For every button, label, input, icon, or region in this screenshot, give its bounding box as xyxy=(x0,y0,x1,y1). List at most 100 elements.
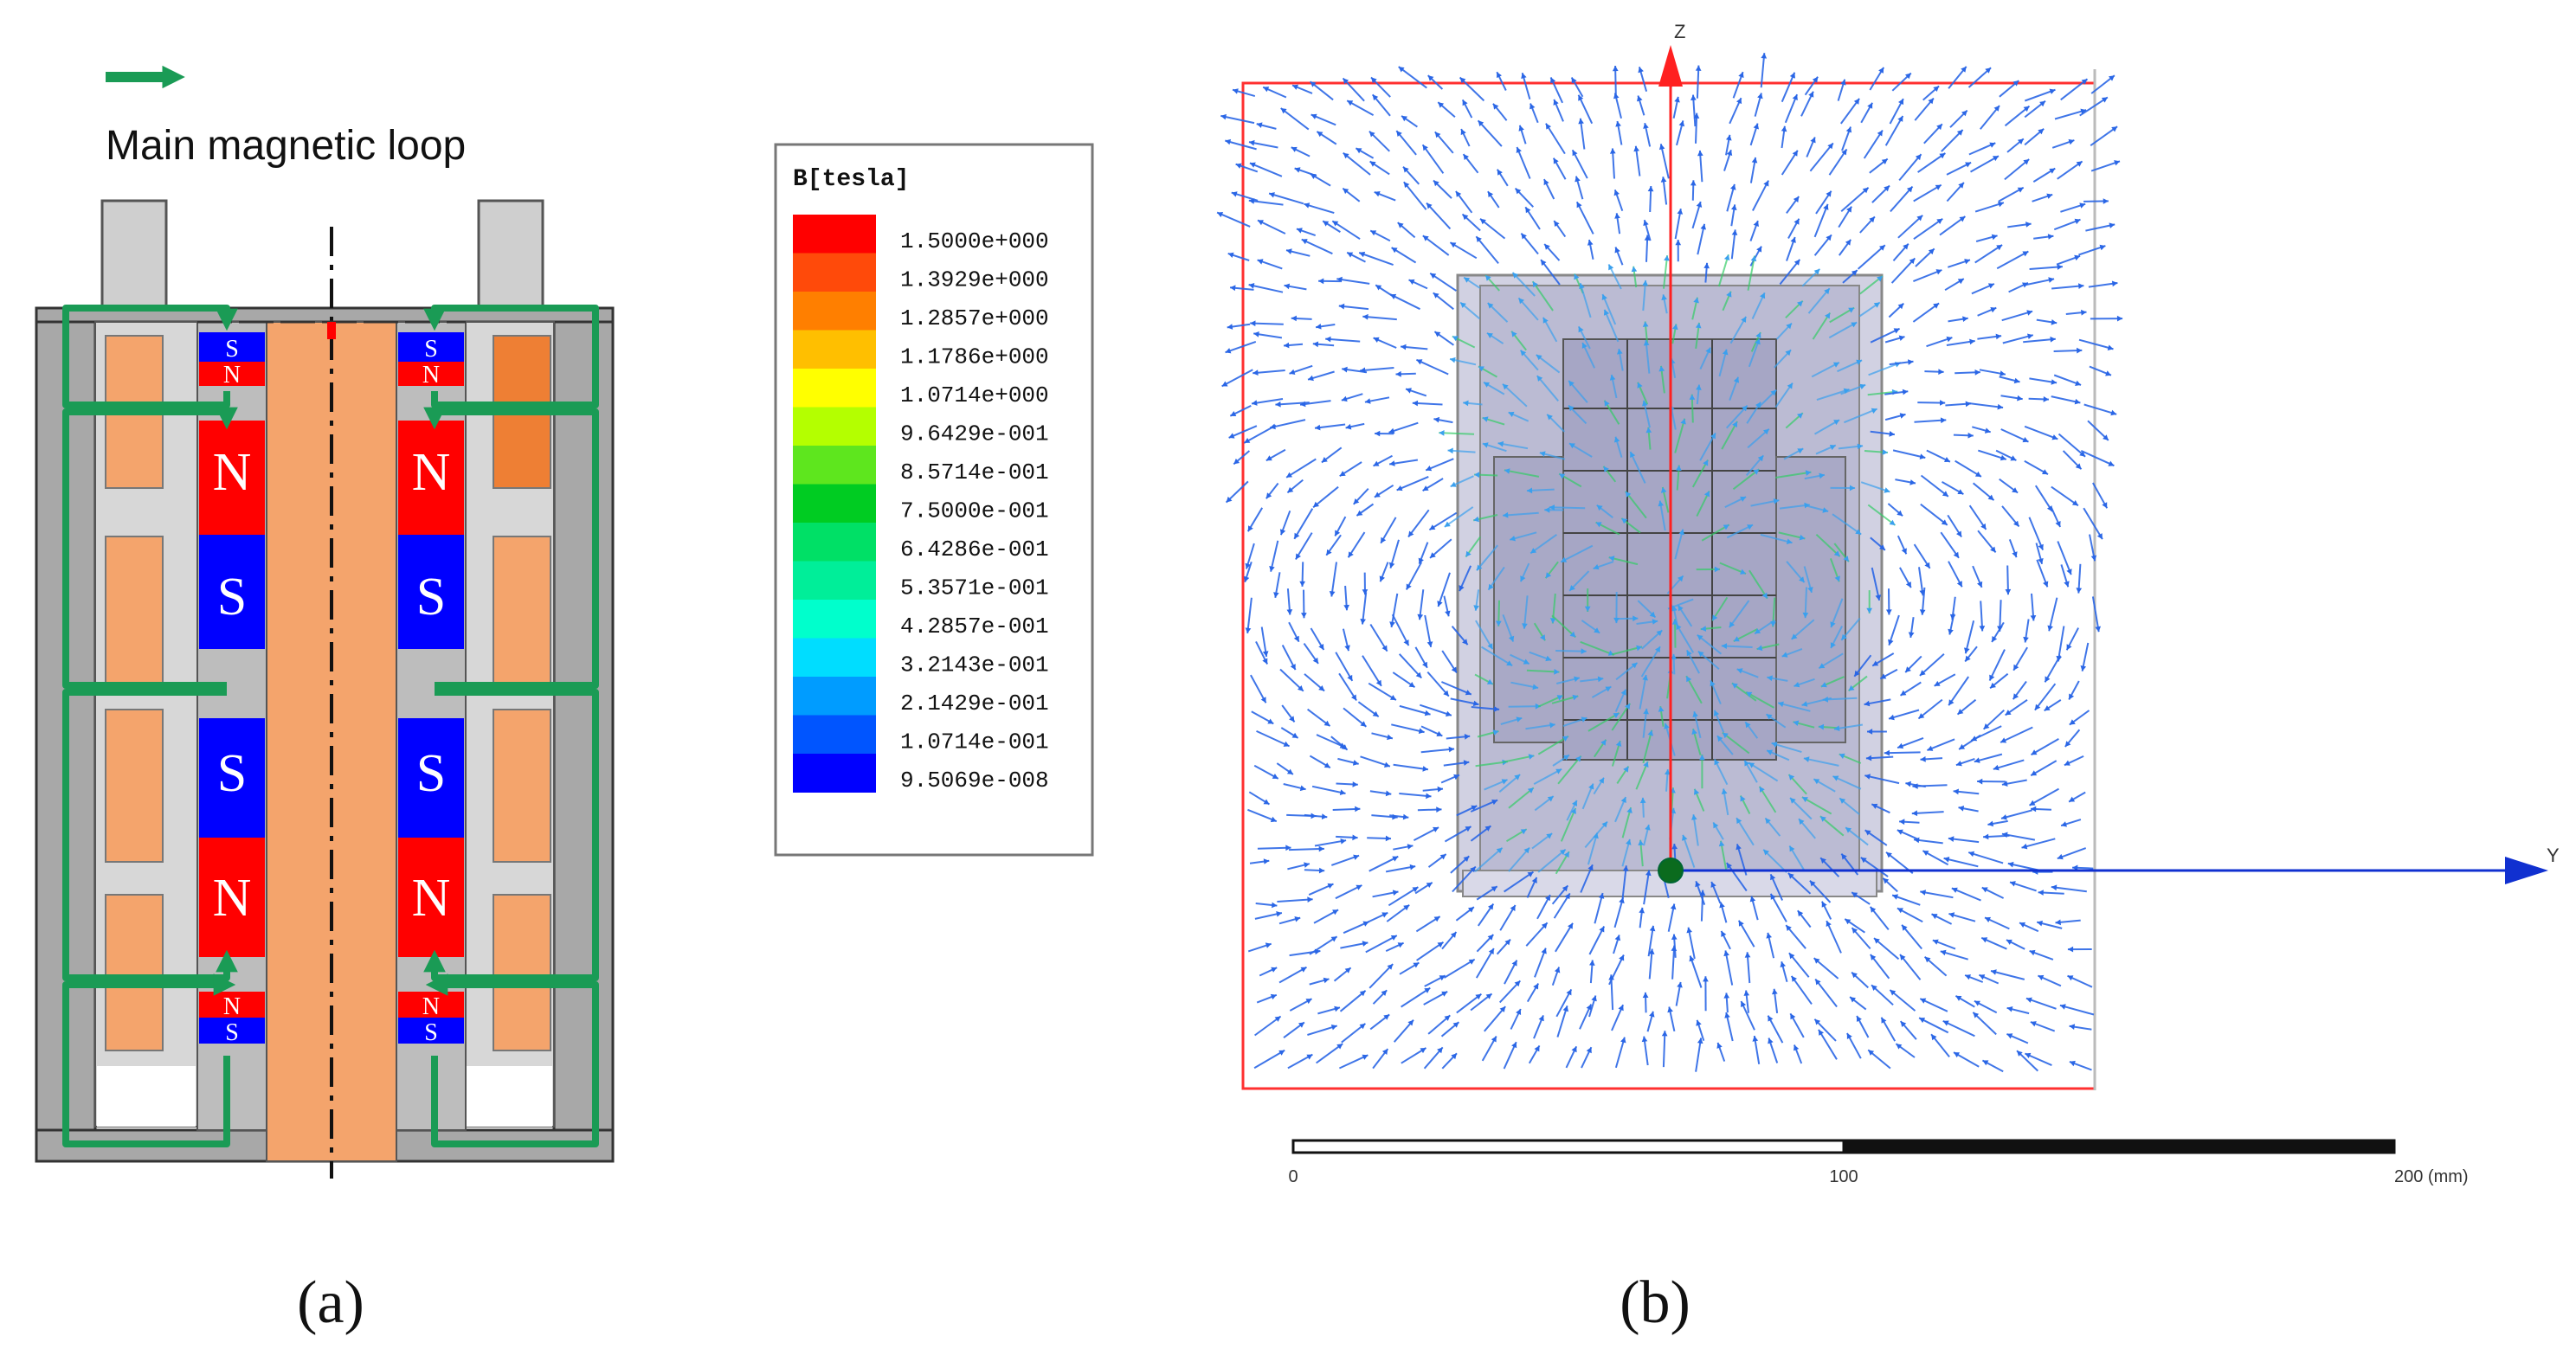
field-vector xyxy=(1579,282,1592,318)
field-vector-head xyxy=(1897,908,1903,914)
field-vector-head xyxy=(1953,551,1959,558)
field-vector-head xyxy=(1389,460,1395,466)
field-vector-head xyxy=(1293,635,1299,642)
field-vector-head xyxy=(1721,930,1727,937)
field-vector-head xyxy=(1535,703,1541,710)
field-vector-head xyxy=(1263,87,1270,93)
field-vector-head xyxy=(2103,434,2109,440)
field-vector xyxy=(2078,338,2114,350)
z-axis-label: Z xyxy=(1674,21,1685,42)
field-vector-head xyxy=(2021,843,2028,850)
left-magnet-n-lower xyxy=(199,838,265,957)
field-vector-head xyxy=(1675,240,1682,246)
field-vector xyxy=(1920,474,1949,498)
field-vector-head xyxy=(1342,366,1348,373)
field-vector xyxy=(2048,597,2058,632)
field-vector-head xyxy=(1330,936,1337,942)
big-pole-label: S xyxy=(217,744,247,803)
field-vector-head xyxy=(1647,729,1653,736)
field-vector-head xyxy=(1491,1036,1497,1043)
field-vector-head xyxy=(1899,413,1906,419)
field-vector-head xyxy=(1504,468,1510,474)
field-vector-head xyxy=(1756,246,1761,253)
field-vector-head xyxy=(1362,921,1369,927)
field-vector-head xyxy=(1374,491,1381,498)
field-vector-head xyxy=(1824,288,1830,295)
field-vector-head xyxy=(1944,457,1950,462)
scale-bar-black xyxy=(1842,1139,2396,1154)
field-vector-head xyxy=(1696,384,1702,390)
field-vector xyxy=(2029,266,2063,270)
field-vector-head xyxy=(2038,543,2044,550)
field-vector xyxy=(1508,787,1535,809)
field-vector-head xyxy=(1536,354,1542,361)
field-vector-head xyxy=(1518,125,1524,132)
field-vector-head xyxy=(1267,718,1274,724)
field-vector-head xyxy=(1460,129,1466,136)
field-vector-head xyxy=(1765,818,1771,825)
field-vector-head xyxy=(1262,651,1269,657)
field-vector-head xyxy=(2101,97,2108,103)
field-vector-head xyxy=(1637,95,1643,102)
field-vector-head xyxy=(1871,803,1878,809)
field-vector-head xyxy=(2025,997,2032,1003)
field-vector-head xyxy=(1781,125,1787,132)
field-vector-head xyxy=(1948,699,1955,706)
field-vector-head xyxy=(1781,652,1788,658)
legend-value-label: 5.3571e-001 xyxy=(900,575,1049,601)
field-vector-head xyxy=(2044,705,2051,711)
field-vector xyxy=(1391,723,1425,734)
field-vector-head xyxy=(1284,342,1290,349)
field-vector-head xyxy=(2075,463,2082,470)
field-vector-head xyxy=(1644,234,1651,241)
field-vector-head xyxy=(1940,949,1947,956)
field-vector xyxy=(1503,511,1539,517)
scale-tick-0: 0 xyxy=(1288,1167,1298,1186)
field-vector xyxy=(1695,1038,1703,1072)
field-vector-head xyxy=(1433,826,1439,832)
field-vector xyxy=(1889,989,1916,1012)
field-vector-head xyxy=(1771,742,1778,748)
field-vector-head xyxy=(1279,529,1286,536)
field-vector-head xyxy=(1273,592,1279,598)
field-vector-head xyxy=(1491,886,1497,892)
field-vector-head xyxy=(1408,682,1415,688)
field-vector-head xyxy=(1605,686,1612,692)
field-vector xyxy=(1603,309,1620,343)
field-vector-head xyxy=(1532,684,1539,691)
panel-b-field-simulation: Z Y 0 100 200 (mm) (b) xyxy=(1216,21,2560,1336)
field-vector-head xyxy=(1439,854,1446,860)
field-vector-head xyxy=(2111,126,2118,132)
field-vector-head xyxy=(1957,489,1964,495)
field-vector-head xyxy=(1767,675,1773,682)
field-vector xyxy=(1814,978,1838,1008)
field-vector-head xyxy=(1476,564,1483,571)
field-vector-head xyxy=(1608,264,1614,271)
field-vector xyxy=(1560,807,1577,842)
field-vector-head xyxy=(1875,594,1882,601)
field-vector-head xyxy=(1751,157,1758,164)
field-vector-head xyxy=(1451,1053,1457,1060)
field-vector-head xyxy=(1677,981,1683,988)
field-vector xyxy=(2001,832,2036,841)
field-vector-head xyxy=(1497,72,1502,79)
field-vector-head xyxy=(1553,157,1559,164)
field-vector-head xyxy=(2107,344,2114,350)
field-vector-head xyxy=(1397,222,1404,228)
field-vector-head xyxy=(1856,359,1863,365)
field-vector-head xyxy=(1884,487,1890,493)
field-vector-head xyxy=(1664,255,1670,261)
field-vector-head xyxy=(1794,218,1800,225)
field-vector xyxy=(1671,945,1676,980)
field-vector-head xyxy=(2025,1052,2032,1058)
field-vector-head xyxy=(1600,739,1607,746)
field-vector-head xyxy=(1638,67,1644,74)
field-vector-head xyxy=(1864,774,1871,780)
field-vector-head xyxy=(1562,736,1568,742)
field-vector-head xyxy=(1743,990,1750,996)
field-vector-head xyxy=(1233,458,1240,465)
field-vector-head xyxy=(1562,1005,1568,1012)
field-vector-head xyxy=(1543,179,1549,186)
field-vector xyxy=(1625,491,1647,519)
field-vector-head xyxy=(1260,697,1266,703)
